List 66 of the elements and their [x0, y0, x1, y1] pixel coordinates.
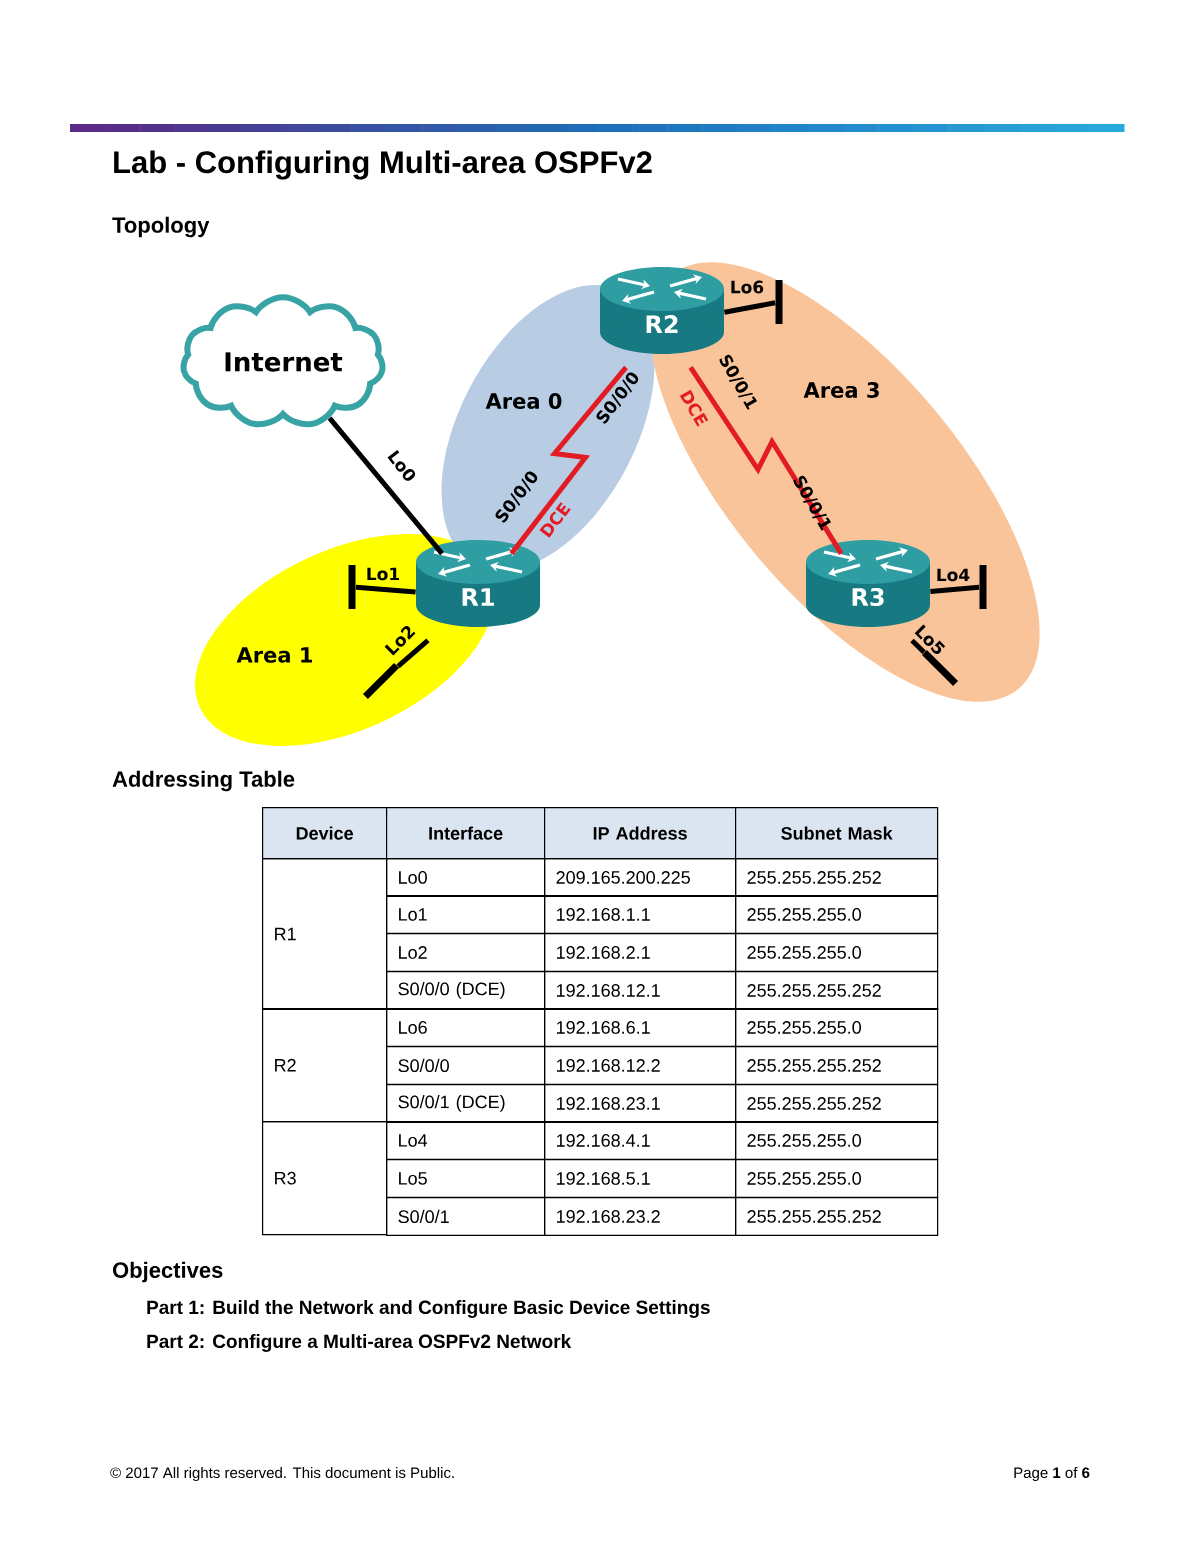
edge-label: Lo6	[731, 280, 764, 294]
section-heading: Addressing Table	[112, 770, 295, 792]
edge-label: Lo1	[367, 567, 399, 581]
table-cell: 255.255.255.0	[735, 1008, 939, 1047]
router: R2	[600, 267, 724, 354]
table-cell: 255.255.255.0	[735, 933, 939, 972]
objective-text: Part 2: Configure a Multi-area OSPFv2 Network	[147, 1334, 572, 1352]
table-cell: R3	[262, 1121, 388, 1236]
page-number: Page 1 of 6	[1014, 1467, 1090, 1481]
router: R1	[416, 540, 540, 627]
table-cell: Lo5	[386, 1159, 546, 1198]
footer-text: © 2017 All rights reserved. This document is Public.	[110, 1467, 454, 1481]
loopback-bar	[979, 565, 987, 609]
loopback-bar	[775, 280, 783, 324]
link-line	[327, 416, 444, 556]
table-cell: 255.255.255.252	[735, 858, 939, 897]
title: Lab - Configuring Multi-area OSPFv2	[114, 150, 652, 180]
link-line	[723, 300, 776, 315]
table-cell: S0/0/1	[386, 1197, 546, 1236]
table-cell: Lo1	[386, 895, 546, 934]
table-cell: 255.255.255.0	[735, 1159, 939, 1198]
loopback-bar	[362, 663, 400, 700]
table-cell: 255.255.255.252	[735, 971, 939, 1010]
table-cell: S0/0/0 (DCE)	[386, 971, 546, 1010]
table-cell: 192.168.2.1	[544, 933, 737, 972]
table-cell: 192.168.12.2	[544, 1046, 737, 1085]
table-cell: Lo6	[386, 1008, 546, 1047]
table-cell: 255.255.255.252	[735, 1197, 939, 1236]
table-cell: S0/0/1 (DCE)	[386, 1084, 546, 1123]
link-line	[910, 638, 926, 655]
link-line	[396, 638, 430, 669]
table-cell: Lo0	[386, 858, 546, 897]
table-cell: Lo2	[386, 933, 546, 972]
edge-label: Lo4	[937, 568, 970, 582]
table-cell: 192.168.23.1	[544, 1084, 737, 1123]
table-cell: 255.255.255.252	[735, 1084, 939, 1123]
area-label: Area 1	[236, 647, 312, 663]
link-line	[688, 366, 844, 555]
table-cell: Device	[262, 807, 388, 860]
area-label: Area 3	[803, 382, 879, 398]
area-label: Area 0	[485, 393, 562, 409]
table-cell: 255.255.255.0	[735, 1121, 939, 1160]
link-line	[355, 584, 416, 595]
objective-text: Part 1: Build the Network and Configure Basic Device Settings	[147, 1300, 710, 1318]
table-cell: 192.168.6.1	[544, 1008, 737, 1047]
table-cell: Lo4	[386, 1121, 546, 1160]
table-cell: 192.168.1.1	[544, 895, 737, 934]
table-cell: 192.168.23.2	[544, 1197, 737, 1236]
section-heading: Topology	[112, 216, 210, 238]
table-cell: 255.255.255.252	[735, 1046, 939, 1085]
table-cell: R2	[262, 1008, 388, 1123]
table-cell: Subnet Mask	[735, 807, 939, 860]
link-line	[509, 365, 628, 556]
table-cell: IP Address	[544, 807, 737, 860]
table-cell: 192.168.4.1	[544, 1121, 737, 1160]
table-cell: 192.168.5.1	[544, 1159, 737, 1198]
loopback-bar	[348, 565, 356, 609]
link-line	[930, 584, 980, 595]
table-cell: R1	[262, 858, 388, 1010]
table-cell: 255.255.255.0	[735, 895, 939, 934]
table-cell: Interface	[386, 807, 546, 860]
section-heading: Objectives	[113, 1261, 223, 1283]
table-cell: S0/0/0	[386, 1046, 546, 1085]
cloud: Internet	[180, 294, 386, 428]
table-cell: 192.168.12.1	[544, 971, 737, 1010]
table-cell: 209.165.200.225	[544, 858, 737, 897]
